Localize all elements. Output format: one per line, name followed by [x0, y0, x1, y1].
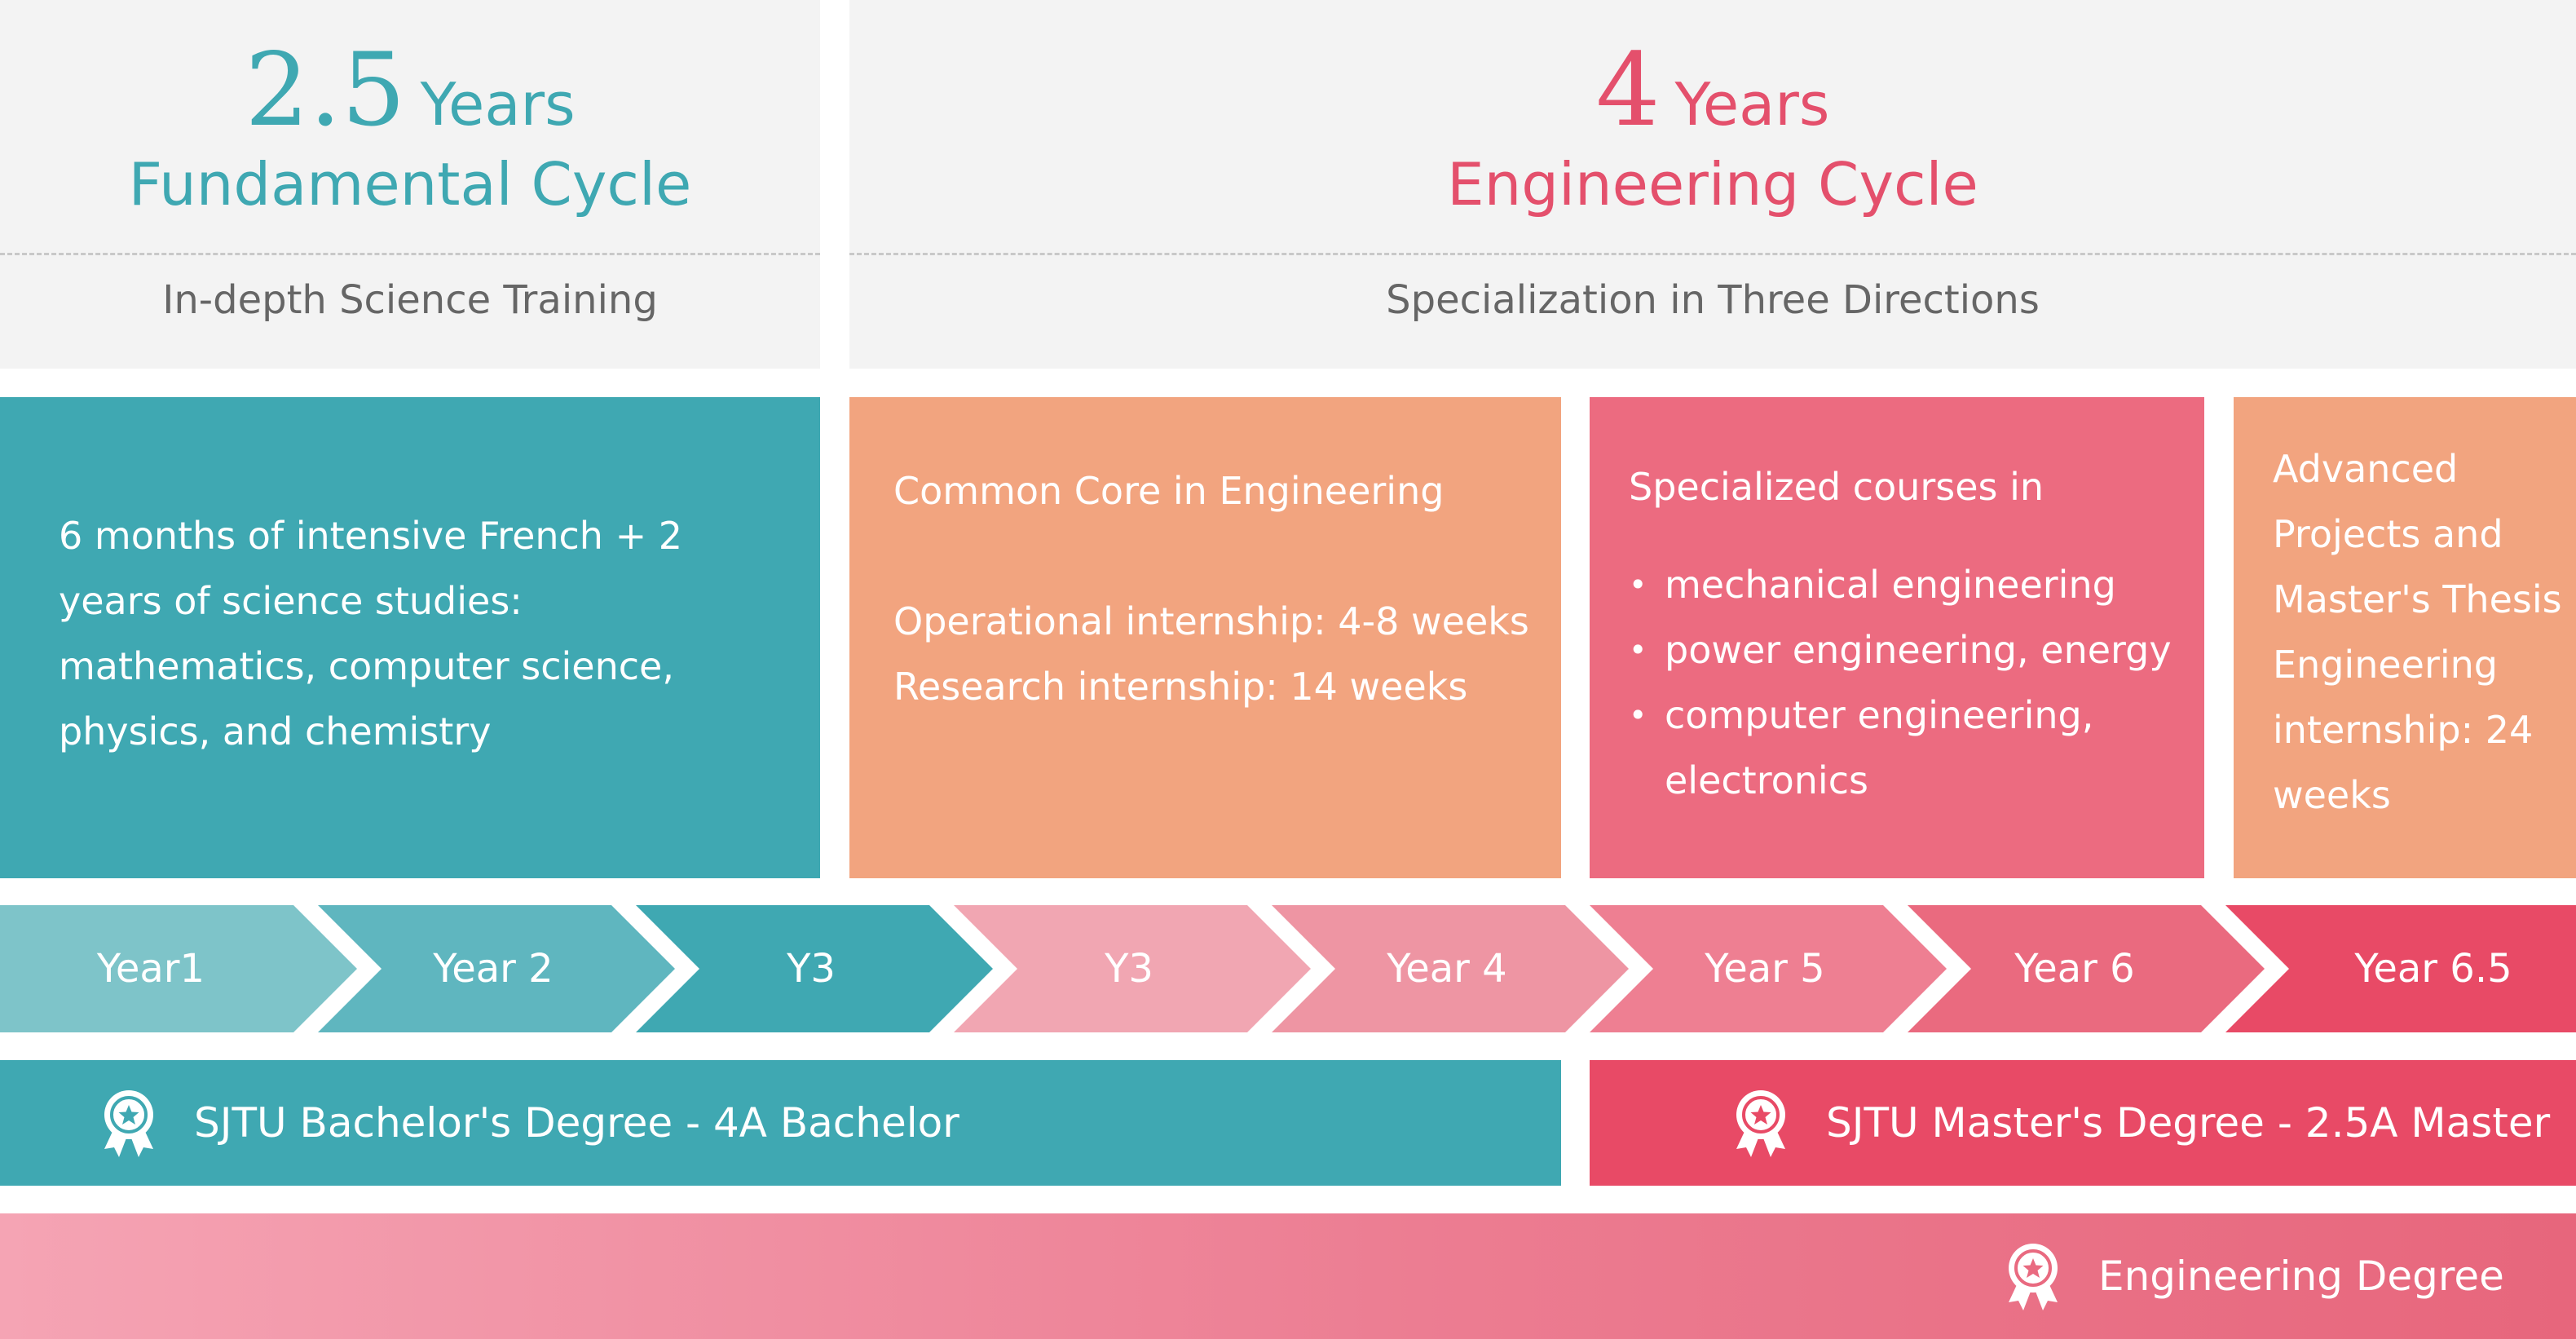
- award-medal-icon: [1736, 1090, 1785, 1157]
- year-label-8: Year 6.5: [2354, 946, 2512, 992]
- engineering-years-number: 4: [1595, 32, 1661, 149]
- engineering-degree-bar: Engineering Degree: [0, 1213, 2576, 1339]
- year-label-2: Year 2: [433, 946, 554, 992]
- science-studies-block: 6 months of intensive French + 2 years o…: [0, 397, 820, 878]
- year-chevron-8: [2225, 905, 2576, 1032]
- engineering-divider: [849, 253, 2576, 255]
- master-degree-label: SJTU Master's Degree - 2.5A Master: [1826, 1099, 2551, 1147]
- engineering-subtitle: Specialization in Three Directions: [1386, 277, 2040, 323]
- specialized-courses-title: Specialized courses in: [1629, 465, 2044, 509]
- bachelor-degree-bar: SJTU Bachelor's Degree - 4A Bachelor: [0, 1060, 1561, 1186]
- year-chevron-1: [0, 905, 357, 1032]
- award-medal-icon: [104, 1090, 153, 1157]
- common-core-spacer: [893, 524, 1537, 589]
- year-chevron-7: [1908, 905, 2265, 1032]
- fundamental-subtitle: In-depth Science Training: [162, 277, 658, 323]
- fundamental-cycle-name: Fundamental Cycle: [128, 150, 692, 219]
- year-label-3: Y3: [787, 946, 836, 992]
- fundamental-divider: [0, 253, 820, 255]
- list-item: power engineering, energy: [1629, 617, 2180, 683]
- year-chevron-4: [954, 905, 1311, 1032]
- engineering-degree-label: Engineering Degree: [2098, 1253, 2504, 1300]
- specialized-courses-block: Specialized courses in mechanical engine…: [1590, 397, 2204, 878]
- year-chevron-3: [636, 905, 993, 1032]
- operational-internship: Operational internship: 4-8 weeks: [893, 599, 1529, 643]
- year-label-1: Year1: [96, 946, 205, 992]
- year-label-7: Year 6: [2014, 946, 2135, 992]
- common-core-block: Common Core in Engineering Operational i…: [849, 397, 1561, 878]
- list-item: mechanical engineering: [1629, 552, 2180, 617]
- engineering-years-unit: Years: [1674, 70, 1830, 139]
- year-chevron-6: [1590, 905, 1947, 1032]
- year-chevron-5: [1272, 905, 1629, 1032]
- year-label-4: Y3: [1105, 946, 1153, 992]
- year-label-5: Year 4: [1387, 946, 1507, 992]
- year-label-6: Year 5: [1705, 946, 1825, 992]
- fundamental-years-unit: Years: [420, 70, 576, 139]
- specialized-courses-list: mechanical engineering power engineering…: [1629, 552, 2180, 813]
- fundamental-years-number: 2.5: [245, 32, 406, 149]
- award-medal-icon: [2009, 1244, 2058, 1310]
- list-item: computer engineering, electronics: [1629, 683, 2180, 813]
- year-timeline: [0, 905, 2576, 1032]
- research-internship: Research internship: 14 weeks: [893, 665, 1468, 709]
- bachelor-degree-label: SJTU Bachelor's Degree - 4A Bachelor: [194, 1099, 959, 1147]
- science-studies-text: 6 months of intensive French + 2 years o…: [59, 514, 683, 753]
- common-core-title: Common Core in Engineering: [893, 469, 1445, 513]
- advanced-projects-block: Advanced Projects and Master's Thesis En…: [2234, 397, 2576, 878]
- engineering-cycle-name: Engineering Cycle: [1447, 150, 1978, 219]
- advanced-projects-text: Advanced Projects and Master's Thesis En…: [2273, 447, 2562, 817]
- year-chevron-2: [318, 905, 675, 1032]
- master-degree-bar: SJTU Master's Degree - 2.5A Master: [1590, 1060, 2576, 1186]
